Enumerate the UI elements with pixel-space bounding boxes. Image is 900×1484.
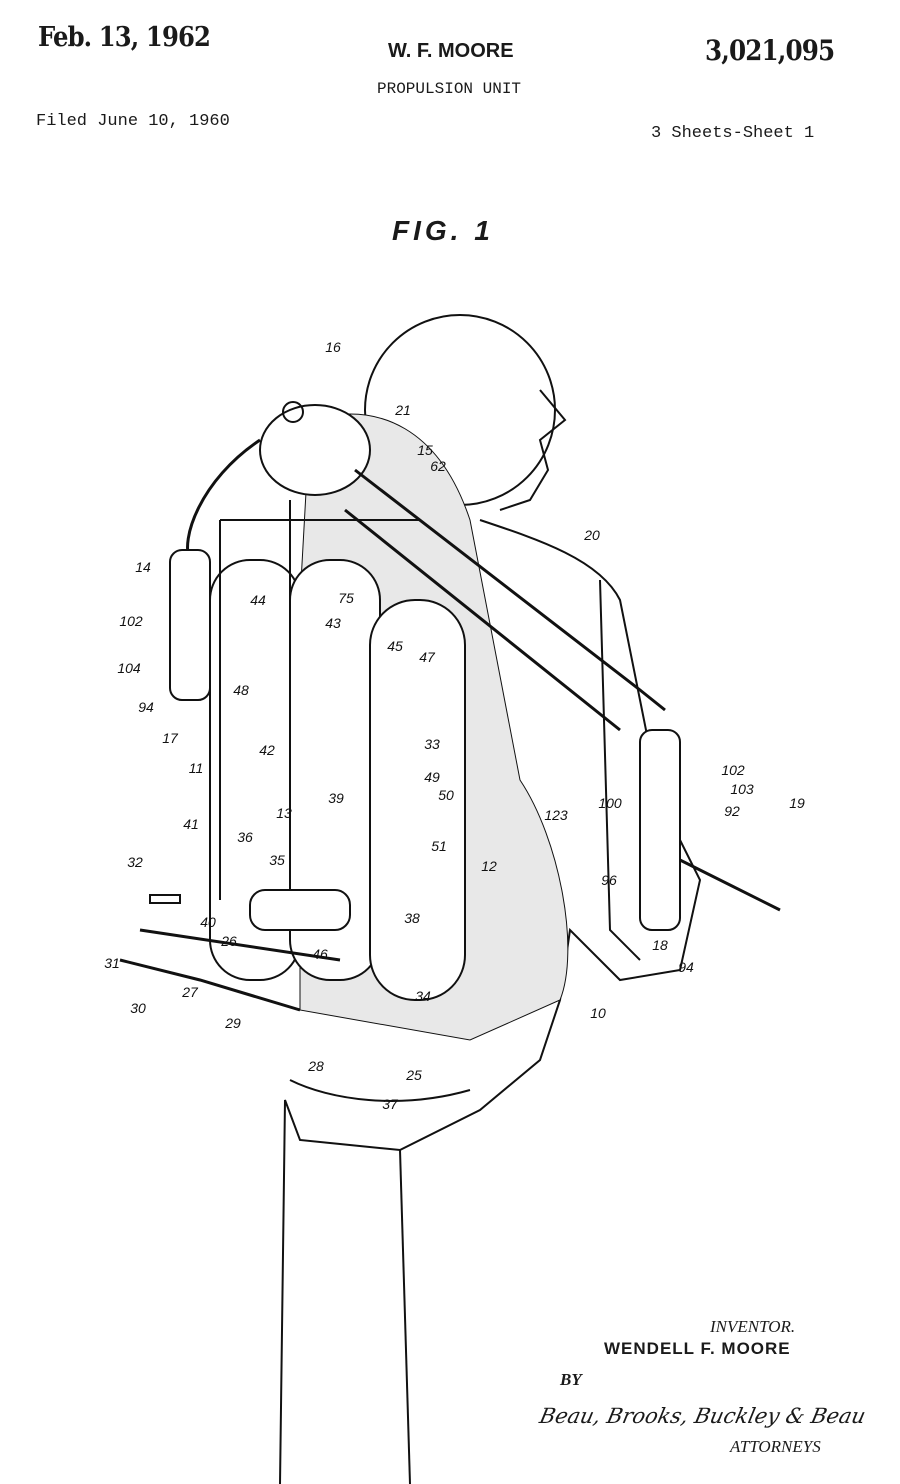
patent-number: 3,021,095 bbox=[705, 34, 835, 67]
reference-numeral: 19 bbox=[789, 795, 805, 811]
inventor-label: INVENTOR. bbox=[710, 1317, 796, 1336]
reference-numeral: 92 bbox=[724, 803, 740, 819]
reference-numeral: 32 bbox=[127, 854, 143, 870]
reference-numeral: 75 bbox=[338, 590, 354, 606]
reference-numeral: 30 bbox=[130, 1000, 146, 1016]
valve-body bbox=[249, 889, 351, 931]
generator-cap bbox=[282, 401, 304, 423]
patent-title: PROPULSION UNIT bbox=[377, 80, 522, 98]
arm-right bbox=[599, 579, 641, 961]
nozzle-left bbox=[169, 549, 211, 701]
reference-numeral: 15 bbox=[417, 442, 433, 458]
filed-date: Filed June 10, 1960 bbox=[36, 112, 230, 131]
reference-numeral: 38 bbox=[404, 910, 420, 926]
reference-numeral: 28 bbox=[307, 1058, 324, 1074]
inventor-name: WENDELL F. MOORE bbox=[604, 1339, 791, 1358]
reference-numeral: 43 bbox=[325, 615, 341, 631]
reference-numeral: 62 bbox=[430, 458, 446, 474]
reference-numeral: 21 bbox=[394, 402, 411, 418]
reference-numeral: 37 bbox=[382, 1096, 399, 1112]
frame bbox=[219, 500, 420, 900]
reference-numeral: 10 bbox=[590, 1005, 606, 1021]
inventor-header: W. F. MOORE bbox=[388, 40, 514, 62]
reference-numeral: 44 bbox=[250, 592, 266, 608]
reference-numeral: 39 bbox=[328, 790, 344, 806]
reference-numeral: 102 bbox=[119, 613, 143, 629]
reference-numeral: 104 bbox=[117, 660, 141, 676]
control-handle-right bbox=[679, 858, 781, 912]
reference-numeral: 27 bbox=[181, 984, 199, 1000]
reference-numeral: 31 bbox=[104, 955, 120, 971]
reference-numeral: 47 bbox=[419, 649, 436, 665]
reference-numeral: 51 bbox=[431, 838, 447, 854]
gas-generator bbox=[259, 404, 371, 496]
jet-tube-left bbox=[186, 438, 261, 561]
reference-numeral: 46 bbox=[312, 946, 328, 962]
throttle-knob bbox=[149, 894, 181, 904]
reference-numeral: 26 bbox=[220, 933, 237, 949]
reference-numeral: 42 bbox=[259, 742, 275, 758]
belt-line bbox=[289, 1079, 471, 1102]
attorney-signature: Beau, Brooks, Buckley & Beau bbox=[537, 1404, 868, 1428]
reference-numeral: 50 bbox=[438, 787, 454, 803]
by-label: BY bbox=[560, 1370, 582, 1389]
reference-numeral: 48 bbox=[233, 682, 249, 698]
reference-numeral: 14 bbox=[135, 559, 151, 575]
face-profile bbox=[499, 389, 567, 511]
nozzle-right bbox=[639, 729, 681, 931]
reference-numeral: 96 bbox=[601, 872, 617, 888]
reference-numeral: 103 bbox=[730, 781, 754, 797]
reference-numeral: 34 bbox=[415, 988, 431, 1004]
reference-numeral: 102 bbox=[721, 762, 745, 778]
body-outline bbox=[279, 519, 702, 1484]
control-handle-left bbox=[119, 928, 341, 1012]
reference-numeral: 49 bbox=[424, 769, 440, 785]
reference-numeral: 18 bbox=[652, 937, 668, 953]
reference-numeral: 123 bbox=[544, 807, 568, 823]
reference-numeral: 40 bbox=[200, 914, 216, 930]
reference-numeral: 17 bbox=[162, 730, 179, 746]
leg-line bbox=[399, 1149, 411, 1484]
reference-numeral: 35 bbox=[269, 852, 285, 868]
reference-numeral: 94 bbox=[678, 959, 694, 975]
reference-numeral: 45 bbox=[387, 638, 403, 654]
reference-numeral: 33 bbox=[424, 736, 440, 752]
reference-numeral: 16 bbox=[325, 339, 341, 355]
sheet-count: 3 Sheets-Sheet 1 bbox=[651, 124, 815, 143]
reference-numeral: 25 bbox=[405, 1067, 422, 1083]
reference-numeral: 12 bbox=[481, 858, 497, 874]
reference-numeral: 29 bbox=[224, 1015, 241, 1031]
reference-numeral: 36 bbox=[237, 829, 253, 845]
reference-numeral: 94 bbox=[138, 699, 154, 715]
reference-numeral: 41 bbox=[183, 816, 199, 832]
patent-date: Feb. 13, 1962 bbox=[38, 22, 211, 53]
tank-right bbox=[369, 599, 466, 1001]
figure-label: FIG. 1 bbox=[392, 215, 494, 246]
attorneys-label: ATTORNEYS bbox=[730, 1437, 821, 1456]
jet-tube-right bbox=[344, 468, 666, 732]
reference-numeral: 20 bbox=[583, 527, 600, 543]
reference-numeral: 13 bbox=[276, 805, 292, 821]
reference-numeral: 11 bbox=[189, 760, 204, 776]
reference-numeral: 100 bbox=[598, 795, 622, 811]
